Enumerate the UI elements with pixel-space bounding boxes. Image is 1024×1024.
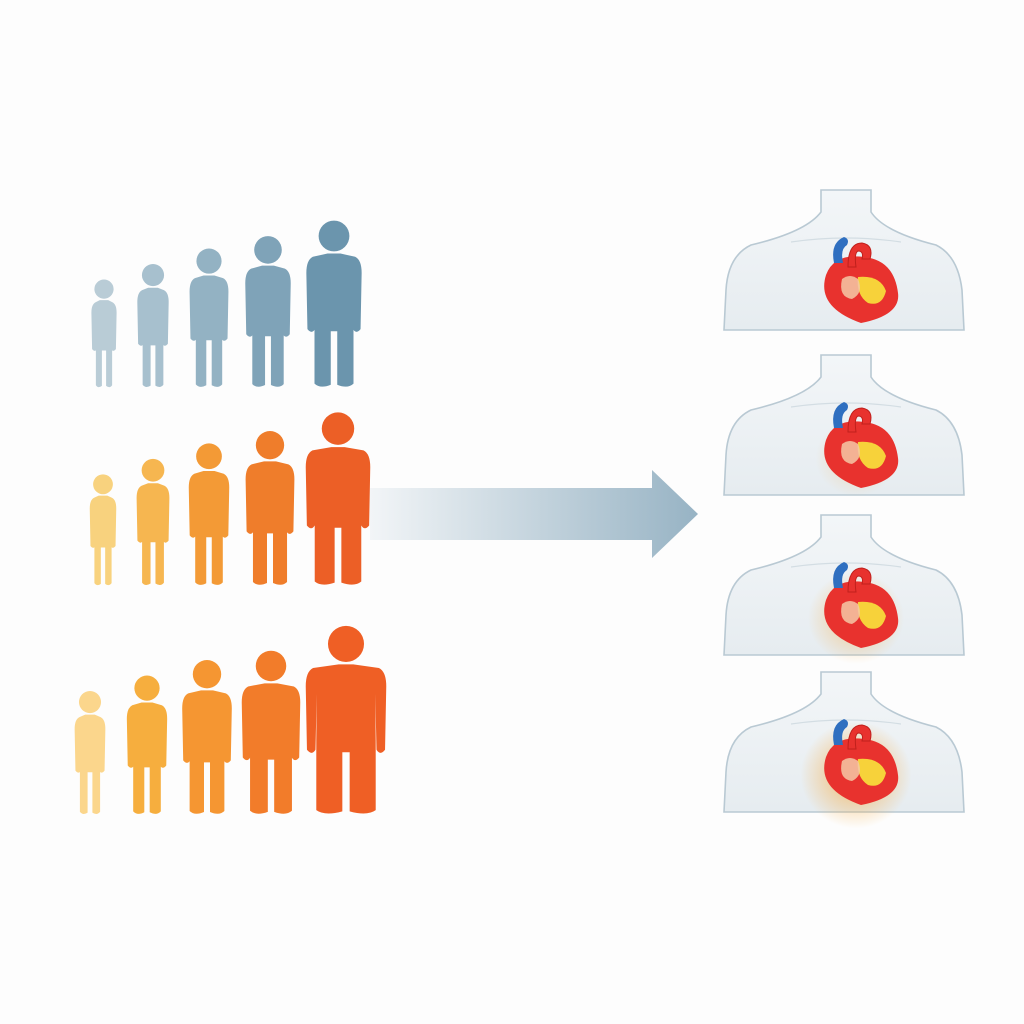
person-silhouette-icon — [189, 248, 229, 387]
person-silhouette-icon — [136, 458, 170, 585]
person-silhouette-icon — [306, 220, 362, 387]
person-silhouette-icon — [91, 279, 117, 388]
person-silhouette-icon — [188, 443, 230, 585]
person-silhouette-icon — [126, 675, 168, 814]
torso-2 — [723, 354, 965, 497]
heart-icon — [824, 237, 899, 323]
person-silhouette-icon — [137, 264, 169, 388]
person-group-row-3 — [74, 625, 387, 815]
person-silhouette-icon — [89, 474, 117, 586]
population-groups — [74, 220, 387, 815]
person-silhouette-icon — [305, 412, 371, 585]
right-arrow — [370, 470, 698, 558]
person-silhouette-icon — [74, 691, 106, 815]
person-silhouette-icon — [241, 650, 301, 814]
heart-icon — [824, 402, 899, 488]
person-silhouette-icon — [305, 625, 387, 814]
person-silhouette-icon — [245, 431, 295, 585]
heart-icon — [824, 562, 899, 648]
person-group-row-2 — [89, 412, 371, 586]
torso-stack — [723, 189, 965, 829]
person-silhouette-icon — [182, 660, 232, 814]
person-silhouette-icon — [245, 236, 291, 387]
person-group-row-1 — [91, 220, 362, 388]
torso-4 — [723, 671, 965, 829]
torso-3 — [723, 514, 965, 664]
torso-1 — [723, 189, 965, 331]
heart-icon — [824, 719, 899, 805]
